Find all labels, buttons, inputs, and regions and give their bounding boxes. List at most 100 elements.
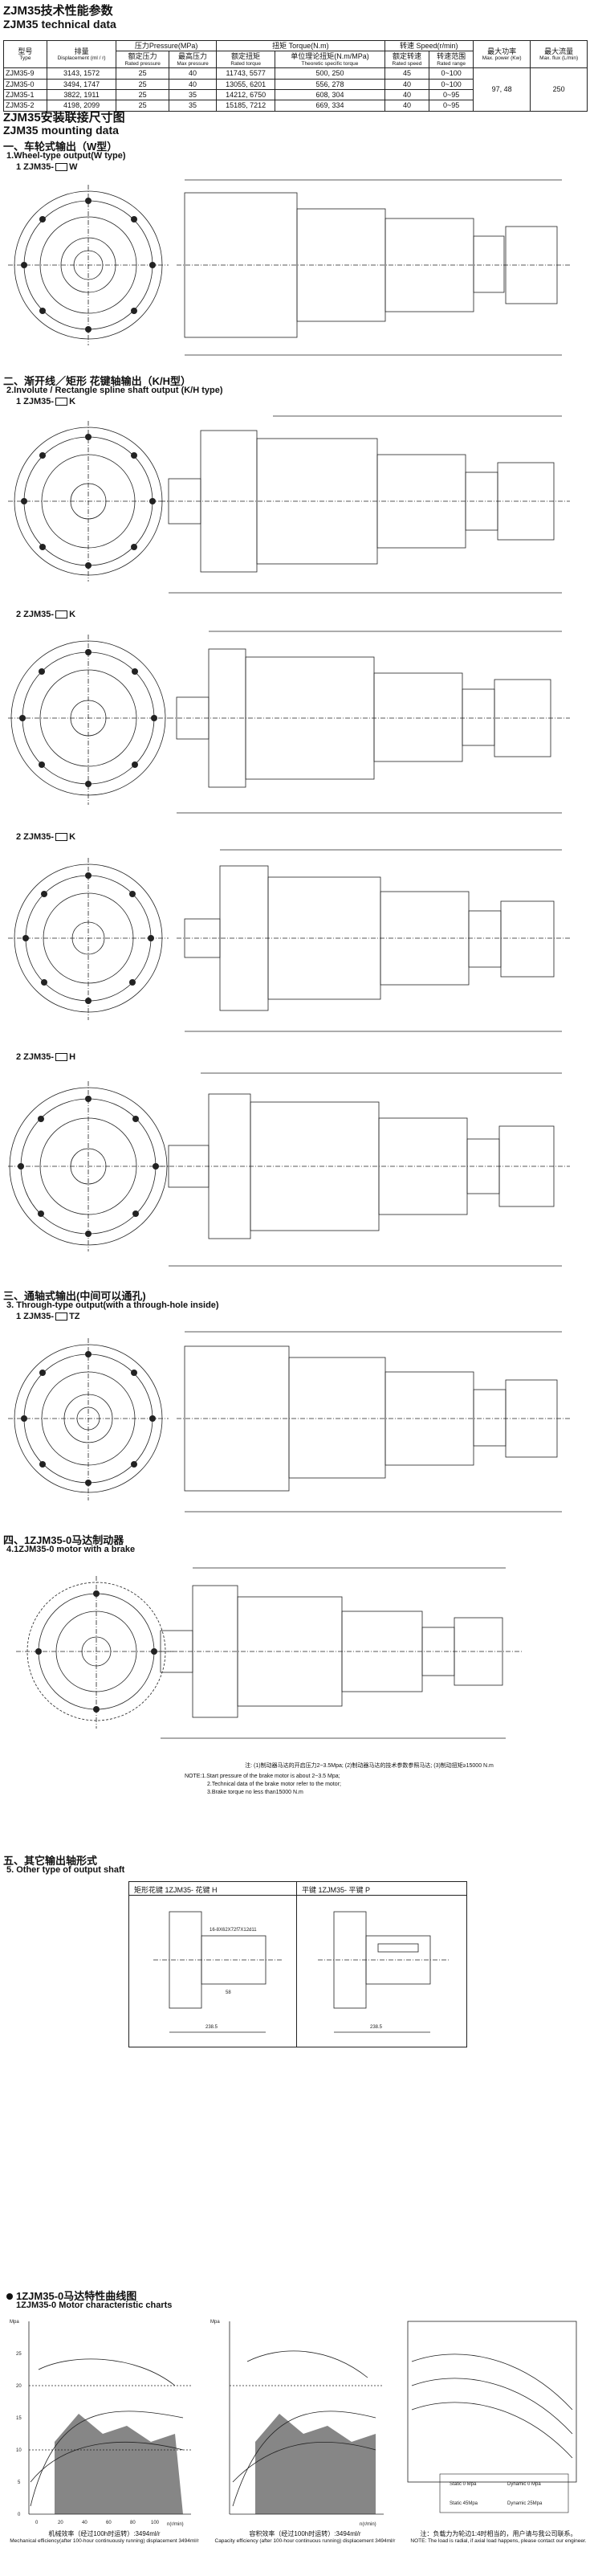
cell-max-p: 40: [169, 67, 218, 80]
tick-x-20: 20: [58, 2521, 63, 2525]
cell-type: ZJM35-9: [3, 67, 47, 80]
tick-y-25: 25: [16, 2352, 22, 2357]
cell-disp: 3143, 1572: [46, 67, 117, 80]
sec6-title-cn: 1ZJM35-0马达特性曲线图: [6, 2288, 136, 2303]
sec2d-model: 2 ZJM35-H: [16, 1052, 76, 1062]
drawing-brake-motor: [16, 1567, 522, 1739]
cell-rated-s: 40: [384, 78, 430, 90]
legend-static-45: Static 45Mpa: [450, 2501, 478, 2506]
sec1-title-cn: 一、车轮式输出（W型）: [3, 141, 118, 153]
cell-rated-p: 25: [116, 88, 170, 101]
cell-type: ZJM35-0: [3, 78, 47, 90]
drawing-spline-k2: [8, 631, 570, 814]
cell-range-s: 0~100: [429, 78, 474, 90]
tick-x-60: 60: [106, 2521, 112, 2525]
spec-title-cn: ZJM35技术性能参数: [3, 4, 113, 18]
bullet-icon: [6, 2293, 13, 2300]
sec1-model: 1 ZJM35-W: [16, 162, 78, 172]
sec6-title-en: 1ZJM35-0 Motor characteristic charts: [16, 2300, 173, 2310]
tick-y-10: 10: [16, 2448, 22, 2453]
brake-note-en-2: 2.Technical data of the brake motor refe…: [207, 1782, 341, 1787]
legend-dynamic-0: Dynamic 0 Mpa: [507, 2482, 541, 2487]
cell-disp: 4198, 2099: [46, 100, 117, 112]
cell-rated-s: 40: [384, 100, 430, 112]
cell-theo-t: 608, 304: [275, 88, 385, 101]
chart3-caption: 注：负载力为轮边1:4时相当的，用户请与我公司联系。NOTE: The load…: [410, 2530, 587, 2545]
drawing-spline-h: [8, 1072, 570, 1267]
cell-theo-t: 500, 250: [275, 67, 385, 80]
shaft-dim-spline: 16-8X62X72f7X12d11: [210, 1928, 257, 1933]
shaft-dim-length-right: 238.5: [370, 2025, 383, 2030]
sec4-title-cn: 四、1ZJM35-0马达制动器: [3, 1534, 124, 1546]
tick-x-40: 40: [82, 2521, 87, 2525]
chart1-x-axis-label: n(r/min): [167, 2522, 184, 2527]
characteristic-charts: Mpa n(r/min) Mpa n(r/min) 0 20 40 60 80 …: [10, 2320, 577, 2527]
cell-max-p: 35: [169, 88, 218, 101]
sec2-title-en: 2.Involute / Rectangle spline shaft outp…: [6, 386, 223, 395]
cell-max-flux: 250: [530, 67, 588, 112]
drawing-spline-k1: [8, 415, 570, 594]
tick-x-80: 80: [130, 2521, 136, 2525]
shaft-divider: [296, 1882, 297, 2047]
th-speed: 转速 Speed(r/min): [384, 39, 474, 52]
th-theo-torque: 单位理论扭矩(N.m/MPa)Theoretic specific torque: [275, 51, 385, 69]
shaft-label-key: 平键 1ZJM35- 平键 P: [302, 1886, 371, 1894]
sec5-title-cn: 五、其它输出轴形式: [3, 1855, 98, 1867]
sec3-model: 1 ZJM35-TZ: [16, 1312, 80, 1321]
cell-range-s: 0~95: [429, 88, 474, 101]
cell-rated-p: 25: [116, 78, 170, 90]
cell-rated-s: 40: [384, 88, 430, 101]
cell-max-p: 40: [169, 78, 218, 90]
cell-rated-t: 15185, 7212: [216, 100, 276, 112]
shaft-dim-length-left: 238.5: [205, 2025, 218, 2030]
table-row: ZJM35-9 3143, 1572 25 40 11743, 5577 500…: [3, 67, 588, 112]
cell-rated-t: 11743, 5577: [216, 67, 276, 80]
chart-legend: Static 0 Mpa Dynamic 0 Mpa Static 45Mpa …: [439, 2473, 569, 2513]
shaft-types-header: 矩形花键 1ZJM35- 花键 H 平键 1ZJM35- 平键 P: [129, 1882, 466, 1896]
th-torque: 扭矩 Torque(N.m): [216, 39, 385, 52]
chart2-y-axis-label: Mpa: [210, 2320, 220, 2325]
sec4-title-en: 4.1ZJM35-0 motor with a brake: [6, 1545, 136, 1554]
shaft-types-panel: 矩形花键 1ZJM35- 花键 H 平键 1ZJM35- 平键 P 16-8X6…: [128, 1881, 467, 2047]
th-pressure: 压力Pressure(MPa): [116, 39, 218, 52]
shaft-dim-key: 58: [226, 1990, 231, 1995]
shaft-label-spline: 矩形花键 1ZJM35- 花键 H: [134, 1886, 218, 1894]
cell-max-p: 35: [169, 100, 218, 112]
cell-range-s: 0~100: [429, 67, 474, 80]
sec2c-model: 2 ZJM35-K: [16, 832, 76, 842]
cell-max-power: 97, 48: [472, 67, 531, 112]
spec-title-en: ZJM35 technical data: [3, 18, 116, 31]
legend-static-0: Static 0 Mpa: [450, 2482, 477, 2487]
tick-x-0: 0: [35, 2521, 39, 2525]
brake-note-en-3: 3.Brake torque no less than15000 N.m: [207, 1790, 303, 1795]
tick-y-20: 20: [16, 2384, 22, 2389]
cell-type: ZJM35-1: [3, 88, 47, 101]
sec2a-model: 1 ZJM35-K: [16, 397, 76, 406]
cell-rated-t: 14212, 6750: [216, 88, 276, 101]
cell-range-s: 0~95: [429, 100, 474, 112]
cell-rated-p: 25: [116, 67, 170, 80]
mounting-title-en: ZJM35 mounting data: [3, 124, 119, 137]
chart1-y-axis-label: Mpa: [10, 2320, 19, 2325]
tick-y-15: 15: [16, 2416, 22, 2421]
cell-rated-s: 45: [384, 67, 430, 80]
sec2-title-cn: 二、渐开线／矩形 花键轴输出（K/H型）: [3, 375, 192, 387]
brake-note-cn: 注: (1)制动器马达的开启压力2~3.5Mpa; (2)制动器马达的技术参数参…: [245, 1763, 494, 1769]
brake-note-en-1: NOTE:1.Start pressure of the brake motor…: [185, 1774, 340, 1779]
table-row: ZJM35-2 4198, 2099 25 35 15185, 7212 669…: [3, 100, 588, 112]
sec1-title-en: 1.Wheel-type output(W type): [6, 151, 126, 161]
sec5-title-en: 5. Other type of output shaft: [6, 1865, 125, 1875]
drawing-spline-k3: [8, 849, 570, 1032]
